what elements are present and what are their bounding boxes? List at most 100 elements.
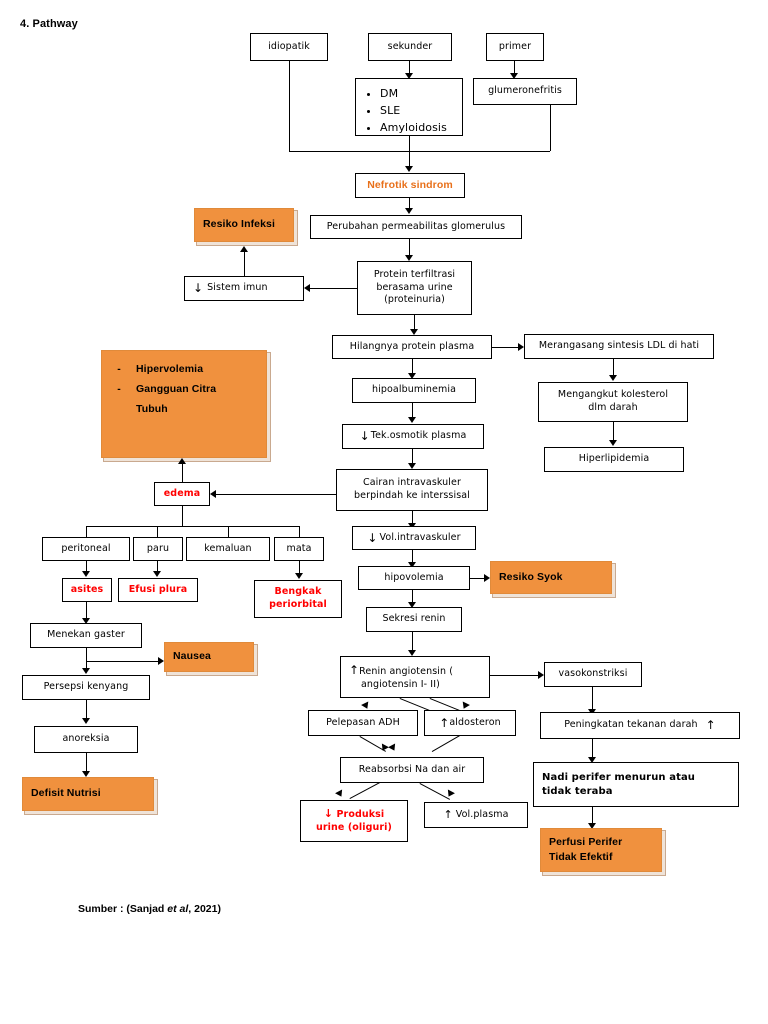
edge-glumeronefritis-across xyxy=(409,151,550,152)
node-protein-terfiltrasi[interactable]: Protein terfiltrasi berasama urine (prot… xyxy=(357,261,472,315)
node-asites[interactable]: asites xyxy=(62,578,112,602)
node-tek-osmotik-plasma[interactable]: ↓ Tek.osmotik plasma xyxy=(342,424,484,449)
node-vol-plasma[interactable]: ↑ Vol.plasma xyxy=(424,802,528,828)
arrowhead xyxy=(304,284,310,292)
node-menekan-gaster[interactable]: Menekan gaster xyxy=(30,623,142,648)
edge-bus-paru xyxy=(157,526,158,537)
arrowhead xyxy=(405,255,413,261)
edge-tekanan-nadi xyxy=(592,739,593,759)
node-reabsorbsi[interactable]: Reabsorbsi Na dan air xyxy=(340,757,484,783)
arrowhead xyxy=(405,166,413,172)
arrowhead xyxy=(335,789,345,799)
up-arrow-icon: ↑ xyxy=(443,807,453,821)
up-arrow-icon: ↑ xyxy=(349,663,360,678)
node-etiologi-list[interactable]: DM SLE Amyloidosis xyxy=(355,78,463,136)
node-hiperlipidemia[interactable]: Hiperlipidemia xyxy=(544,447,684,472)
node-renin-angiotensin[interactable]: ↑Renin angiotensin ( angiotensin I- II) xyxy=(340,656,490,698)
node-persepsi-kenyang[interactable]: Persepsi kenyang xyxy=(22,675,150,700)
node-cairan-intravaskuler[interactable]: Cairan intravaskuler berpindah ke inters… xyxy=(336,469,488,511)
node-label: Nefrotik sindrom xyxy=(367,179,453,192)
node-mengangkut-kolesterol[interactable]: Mengangkut kolesterol dlm darah xyxy=(538,382,688,422)
node-nadi-perifer[interactable]: Nadi perifer menurun atau tidak teraba xyxy=(533,762,739,807)
arrowhead xyxy=(518,343,524,351)
node-label: Vol.intravaskuler xyxy=(379,531,461,543)
node-resiko-syok[interactable]: Resiko Syok xyxy=(490,561,612,594)
node-label-line1: Protein terfiltrasi xyxy=(373,268,456,280)
edge-hipovolemia-syok xyxy=(470,578,486,579)
node-label: Resiko Infeksi xyxy=(203,218,276,231)
down-arrow-icon: ↓ xyxy=(193,281,204,296)
node-aldosteron[interactable]: ↑ aldosteron xyxy=(424,710,516,736)
node-defisit-nutrisi[interactable]: Defisit Nutrisi xyxy=(22,777,154,811)
node-pelepasan-adh[interactable]: Pelepasan ADH xyxy=(308,710,418,736)
node-hilangnya-protein[interactable]: Hilangnya protein plasma xyxy=(332,335,492,359)
node-label-line2: angiotensin I- II) xyxy=(361,679,440,690)
node-edema[interactable]: edema xyxy=(154,482,210,506)
up-arrow-icon: ↑ xyxy=(705,718,716,733)
edge-cairan-vol xyxy=(412,511,413,525)
node-label: aldosteron xyxy=(449,716,501,728)
node-label-line2: Tidak Efektif xyxy=(549,851,613,863)
node-idiopatik[interactable]: idiopatik xyxy=(250,33,328,61)
node-vasokonstriksi[interactable]: vasokonstriksi xyxy=(544,662,642,687)
down-arrow-icon: ↓ xyxy=(359,429,370,444)
node-label-line3: (proteinuria) xyxy=(384,294,445,306)
node-label-line2: urine (oliguri) xyxy=(316,822,392,834)
edge-hilangnya-hipoalbuminemia xyxy=(412,359,413,375)
node-peritoneal[interactable]: peritoneal xyxy=(42,537,130,561)
edge-edema-bus xyxy=(86,526,300,527)
edge-cairan-edema xyxy=(216,494,336,495)
arrowhead xyxy=(388,743,398,753)
node-label: Vol.plasma xyxy=(455,808,509,820)
node-glumeronefritis[interactable]: glumeronefritis xyxy=(473,78,577,105)
edge-asites-menekan xyxy=(86,602,87,620)
edge-hipovolemia-sekresi xyxy=(412,590,413,604)
up-arrow-icon: ↑ xyxy=(439,715,450,730)
node-nefrotik-sindrom[interactable]: Nefrotik sindrom xyxy=(355,173,465,198)
node-hipervolemia-gangguan-citra[interactable]: - Hipervolemia - Gangguan Citra Tubuh xyxy=(101,350,267,458)
down-arrow-icon: ↓ xyxy=(367,530,378,545)
node-label: Efusi plura xyxy=(128,583,188,595)
arrowhead xyxy=(609,440,617,446)
node-label: asites xyxy=(70,583,104,595)
node-nausea[interactable]: Nausea xyxy=(164,642,254,672)
node-peningkatan-tekanan-darah[interactable]: Peningkatan tekanan darah ↑ xyxy=(540,712,740,739)
node-perubahan-permeabilitas[interactable]: Perubahan permeabilitas glomerulus xyxy=(310,215,522,239)
node-sistem-imun[interactable]: ↓ Sistem imun xyxy=(184,276,304,301)
node-sekunder[interactable]: sekunder xyxy=(368,33,452,61)
node-anoreksia[interactable]: anoreksia xyxy=(34,726,138,753)
node-vol-intravaskuler[interactable]: ↓ Vol.intravaskuler xyxy=(352,526,476,550)
arrowhead xyxy=(82,718,90,724)
node-label-line2: periorbital xyxy=(269,599,327,610)
arrowhead xyxy=(379,743,389,753)
edge-hilangnya-ldl xyxy=(492,347,518,348)
arrowhead xyxy=(82,571,90,577)
node-label-line1: Bengkak xyxy=(274,586,322,598)
node-sekresi-renin[interactable]: Sekresi renin xyxy=(366,607,462,632)
node-kemaluan[interactable]: kemaluan xyxy=(186,537,270,561)
node-label: Peningkatan tekanan darah xyxy=(564,719,698,731)
node-hipovolemia[interactable]: hipovolemia xyxy=(358,566,470,590)
node-label: Sistem imun xyxy=(207,282,268,294)
node-bengkak-periorbital[interactable]: Bengkak periorbital xyxy=(254,580,342,618)
node-paru[interactable]: paru xyxy=(133,537,183,561)
edge-bus-mata xyxy=(299,526,300,537)
node-resiko-infeksi[interactable]: Resiko Infeksi xyxy=(194,208,294,242)
node-merangsang-ldl[interactable]: Merangasang sintesis LDL di hati xyxy=(524,334,714,359)
arrowhead xyxy=(210,490,216,498)
edge-bus-kemaluan xyxy=(228,526,229,537)
edge-sistem-imun-resiko-infeksi xyxy=(244,252,245,276)
node-label-line2: dlm darah xyxy=(588,402,638,413)
node-perfusi-perifer[interactable]: Perfusi Perifer Tidak Efektif xyxy=(540,828,662,872)
arrowhead xyxy=(82,668,90,674)
node-hipoalbuminemia[interactable]: hipoalbuminemia xyxy=(352,378,476,403)
node-produksi-urine[interactable]: ↓ Produksi urine (oliguri) xyxy=(300,800,408,842)
node-efusi-plura[interactable]: Efusi plura xyxy=(118,578,198,602)
edge-aldosteron-reabsorbsi xyxy=(431,735,460,752)
arrowhead xyxy=(510,73,518,79)
arrowhead xyxy=(408,417,416,423)
edge-idiopatik-across xyxy=(289,151,409,152)
arrowhead xyxy=(240,246,248,252)
node-primer[interactable]: primer xyxy=(486,33,544,61)
node-mata[interactable]: mata xyxy=(274,537,324,561)
